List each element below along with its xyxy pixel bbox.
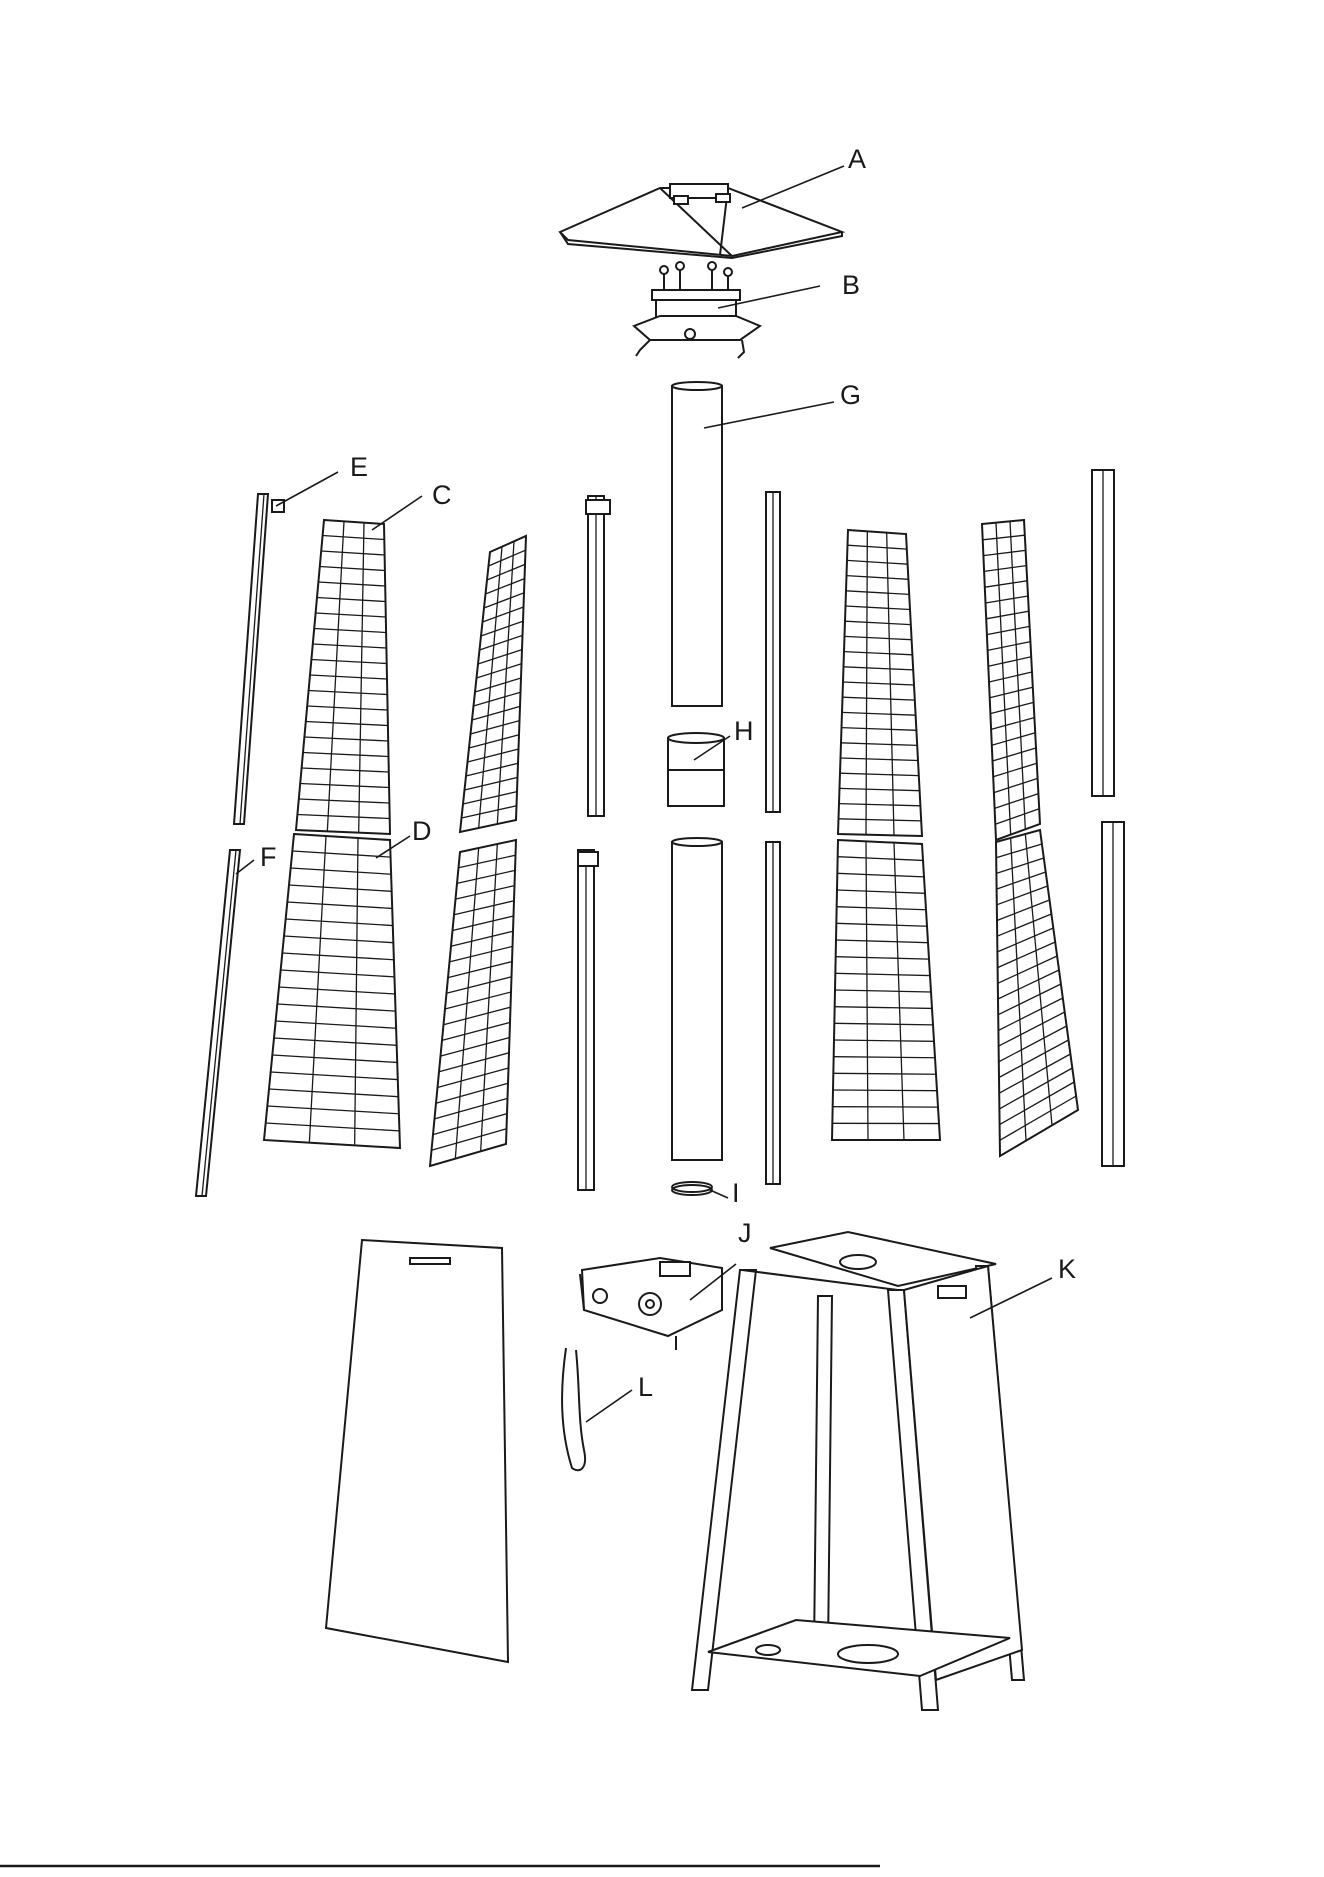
- label-g: G: [840, 380, 861, 410]
- part-lower-tube: [672, 838, 722, 1160]
- label-j: J: [738, 1218, 752, 1248]
- label-f: F: [260, 842, 277, 872]
- grid-screen-2-lower: [430, 840, 516, 1166]
- part-tube-connector: [668, 733, 724, 806]
- grid-screen-2-upper: [460, 536, 526, 832]
- grid-screen-3-lower: [832, 840, 940, 1140]
- label-i: I: [732, 1178, 740, 1208]
- part-top-hood: [560, 184, 842, 258]
- part-base-frame: [692, 1232, 1024, 1710]
- part-ring: [672, 1182, 712, 1195]
- grid-frame: [264, 834, 400, 1148]
- part-upper-tube: [672, 382, 722, 706]
- label-d: D: [412, 816, 432, 846]
- grid-screen-4-upper: [982, 520, 1040, 840]
- part-lower-rail-left: [196, 850, 240, 1196]
- leader-a: [742, 166, 844, 208]
- part-burner-head: [634, 262, 760, 358]
- part-rail-far-right-lower: [1102, 822, 1124, 1166]
- grid-screen-d: [264, 834, 400, 1148]
- grid-screen-4-lower: [996, 830, 1078, 1156]
- part-post-left-lower: [578, 850, 598, 1190]
- part-hose: [562, 1348, 585, 1470]
- grid-screen-c: [296, 520, 390, 834]
- grid-frame: [460, 536, 526, 832]
- part-post-left-upper: [586, 496, 610, 816]
- label-b: B: [842, 270, 860, 300]
- grid-wire-horizontal: [833, 1090, 937, 1091]
- part-post-right-lower: [766, 842, 780, 1184]
- label-l: L: [638, 1372, 653, 1402]
- leader-i: [710, 1190, 728, 1198]
- part-door-panel: [326, 1240, 508, 1662]
- grid-frame: [996, 830, 1078, 1156]
- leader-c: [372, 496, 422, 530]
- part-upper-rail-left: [234, 494, 284, 824]
- label-e: E: [350, 452, 368, 482]
- part-valve-assembly: [580, 1258, 722, 1350]
- label-h: H: [734, 716, 754, 746]
- grid-screen-3-upper: [838, 530, 922, 836]
- grid-wire-horizontal: [833, 1073, 936, 1074]
- leader-e: [276, 472, 338, 506]
- leader-l: [586, 1390, 632, 1422]
- label-a: A: [848, 144, 866, 174]
- leader-g: [704, 402, 834, 428]
- label-k: K: [1058, 1254, 1076, 1284]
- label-c: C: [432, 480, 452, 510]
- part-post-right-upper: [766, 492, 780, 812]
- part-rail-far-right-upper: [1092, 470, 1114, 796]
